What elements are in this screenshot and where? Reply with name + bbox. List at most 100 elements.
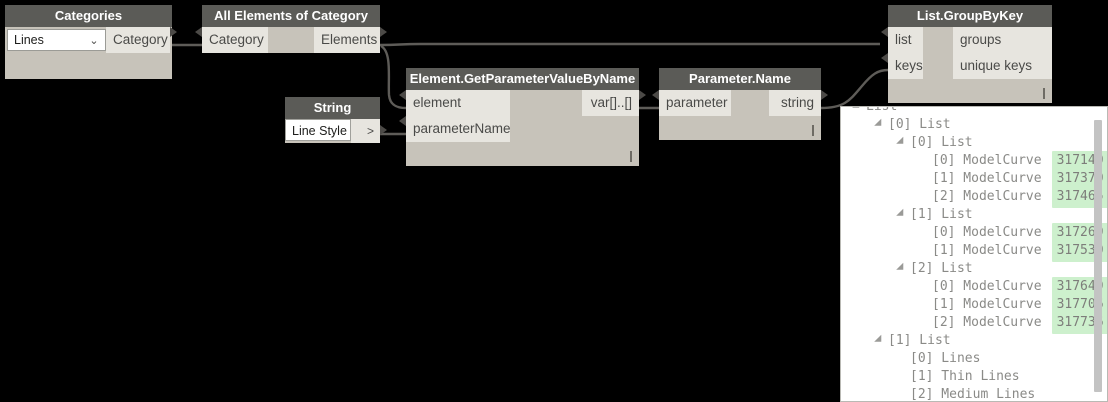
node-groupbykey-foot xyxy=(888,79,1052,103)
port-out-var-label: var[]..[] xyxy=(590,95,632,110)
node-groupbykey-title: List.GroupByKey xyxy=(888,5,1052,27)
preview-panel[interactable]: List [0] List[0] List [0] ModelCurve 317140… xyxy=(840,106,1108,402)
port-in-list[interactable]: list xyxy=(881,27,923,53)
preview-tree-row[interactable]: [1] List xyxy=(841,206,1107,224)
node-groupbykey-gap-1 xyxy=(923,27,953,53)
port-nub-in xyxy=(652,90,659,100)
port-out-elements[interactable]: Elements xyxy=(314,27,387,53)
node-all-elements-of-category[interactable]: All Elements of Category Category Elemen… xyxy=(195,5,387,53)
expander-spacer xyxy=(921,278,932,296)
port-in-keys[interactable]: keys xyxy=(881,53,923,79)
port-in-element[interactable]: element xyxy=(399,90,510,116)
port-out-string-label: > xyxy=(366,124,374,138)
preview-row-label: [0] Lines xyxy=(910,351,981,366)
port-in-parametername[interactable]: parameterName xyxy=(399,116,511,142)
port-out-string-value-label: string xyxy=(780,95,814,110)
port-out-groups[interactable]: groups xyxy=(953,27,1052,53)
node-parameter-name[interactable]: Parameter.Name parameter string xyxy=(652,68,828,140)
node-string[interactable]: String Line Style > xyxy=(285,97,387,143)
category-dropdown-value: Lines xyxy=(14,33,44,47)
preview-row-value: 317140 xyxy=(1051,150,1107,172)
port-in-parameter[interactable]: parameter xyxy=(652,90,731,116)
wire-string-to-keys xyxy=(820,68,889,110)
preview-scrollbar[interactable] xyxy=(1094,120,1102,392)
preview-tree-row[interactable]: [2] List xyxy=(841,260,1107,278)
port-in-element-label: element xyxy=(413,95,462,110)
preview-tree-row[interactable]: [1] List xyxy=(841,332,1107,350)
port-nub-out xyxy=(639,90,646,100)
expander-triangle-icon[interactable] xyxy=(896,206,910,224)
expander-spacer xyxy=(921,242,932,260)
port-out-string[interactable]: > xyxy=(351,119,387,143)
preview-row-value: 317370 xyxy=(1051,168,1107,190)
preview-tree-row[interactable]: List xyxy=(841,106,1107,116)
node-getparam-title: Element.GetParameterValueByName xyxy=(406,68,639,90)
node-getparam-row-1: element var[]..[] xyxy=(399,90,646,116)
preview-tree-row[interactable]: [0] List xyxy=(841,116,1107,134)
node-element-getparametervaluebyname[interactable]: Element.GetParameterValueByName element … xyxy=(399,68,646,166)
triangle-icon xyxy=(896,262,907,273)
port-out-var[interactable]: var[]..[] xyxy=(582,90,646,116)
preview-toggle-icon[interactable] xyxy=(1043,88,1045,99)
port-out-elements-label: Elements xyxy=(321,32,378,47)
port-out-category[interactable]: Category xyxy=(106,27,177,53)
expander-triangle-icon[interactable] xyxy=(896,260,910,278)
preview-tree-row[interactable]: [1] Thin Lines xyxy=(841,368,1107,386)
node-string-ports: Line Style > xyxy=(285,119,387,143)
port-in-parametername-label: parameterName xyxy=(413,121,511,136)
node-string-body: Line Style > xyxy=(285,119,387,143)
preview-row-value: 317269 xyxy=(1051,222,1107,244)
preview-tree-row[interactable]: [0] List xyxy=(841,134,1107,152)
node-categories[interactable]: Categories Lines ⌄ Category xyxy=(5,5,177,79)
preview-toggle-icon[interactable] xyxy=(630,151,632,162)
node-getparam-foot xyxy=(406,142,639,166)
node-parametername-title: Parameter.Name xyxy=(659,68,821,90)
port-nub-out xyxy=(821,90,828,100)
preview-tree-row[interactable]: [2] Medium Lines xyxy=(841,386,1107,401)
port-nub-in xyxy=(881,27,888,37)
preview-row-label: [0] ModelCurve xyxy=(932,225,1042,240)
category-dropdown[interactable]: Lines ⌄ xyxy=(7,29,106,51)
preview-tree-row[interactable]: [0] Lines xyxy=(841,350,1107,368)
expander-spacer xyxy=(921,296,932,314)
preview-tree-row[interactable]: [0] ModelCurve 317269 xyxy=(841,222,1107,244)
node-getparam-row-2: parameterName xyxy=(399,116,639,142)
wire-elements-to-list xyxy=(379,42,880,47)
node-groupbykey-row-2: keys unique keys xyxy=(881,53,1052,79)
preview-row-label: [2] ModelCurve xyxy=(932,315,1042,330)
string-value-input[interactable]: Line Style xyxy=(285,119,351,141)
node-categories-title: Categories xyxy=(5,5,172,27)
port-out-string-value[interactable]: string xyxy=(769,90,828,116)
preview-tree-row[interactable]: [0] ModelCurve 317140 xyxy=(841,150,1107,172)
expander-triangle-icon[interactable] xyxy=(874,332,888,350)
expander-triangle-icon[interactable] xyxy=(852,107,866,116)
port-out-unique-keys[interactable]: unique keys xyxy=(953,53,1052,79)
port-out-unique-keys-label: unique keys xyxy=(960,58,1033,73)
port-in-category[interactable]: Category xyxy=(195,27,268,53)
preview-row-label: [0] List xyxy=(910,135,973,150)
node-string-title: String xyxy=(285,97,380,119)
node-parametername-ports: parameter string xyxy=(652,90,828,116)
preview-row-label: List xyxy=(866,106,898,114)
preview-tree[interactable]: List [0] List[0] List [0] ModelCurve 317140… xyxy=(841,106,1107,401)
expander-spacer xyxy=(899,386,910,401)
preview-row-label: [0] ModelCurve xyxy=(932,153,1042,168)
preview-row-value: 317706 xyxy=(1051,294,1107,316)
preview-toggle-icon[interactable] xyxy=(812,125,814,136)
expander-spacer xyxy=(921,314,932,332)
preview-row-label: [1] Thin Lines xyxy=(910,369,1020,384)
node-list-groupbykey[interactable]: List.GroupByKey list groups keys xyxy=(881,5,1052,103)
preview-row-label: [1] ModelCurve xyxy=(932,243,1042,258)
preview-row-label: [1] List xyxy=(888,333,951,348)
expander-triangle-icon[interactable] xyxy=(874,116,888,134)
node-all-elements-title: All Elements of Category xyxy=(202,5,380,27)
preview-row-label: [0] ModelCurve xyxy=(932,279,1042,294)
expander-triangle-icon[interactable] xyxy=(896,134,910,152)
